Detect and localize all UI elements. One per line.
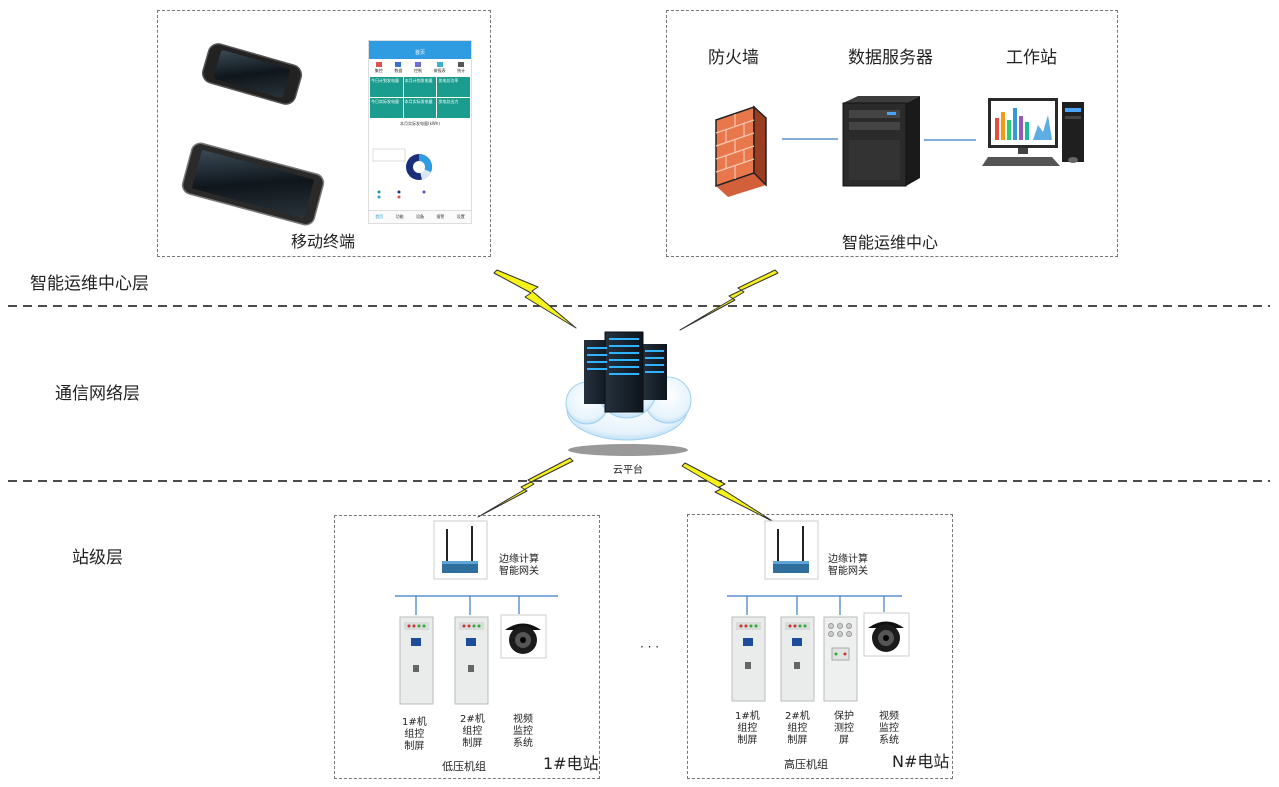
server-icon bbox=[842, 96, 920, 187]
mobile-caption: 移动终端 bbox=[291, 232, 356, 251]
control-cabinet-icon bbox=[780, 616, 815, 702]
app-bottom-tab[interactable]: 设置 bbox=[456, 214, 465, 219]
lightning-icon bbox=[681, 462, 775, 523]
cloud-label: 云平台 bbox=[613, 465, 643, 476]
gateway-label: 边缘计算 智能网关 bbox=[828, 554, 868, 577]
app-bottom-tab[interactable]: 报警 bbox=[436, 214, 445, 219]
cabinet-label: 2#机 组控 制屏 bbox=[460, 714, 485, 749]
firewall-label: 防火墙 bbox=[708, 48, 759, 68]
app-nav-tab[interactable]: 集控 bbox=[375, 62, 383, 74]
app-stat-tiles: 今日计划发电量 本月计划发电量 发电总功率 今日实际发电量 本月实际发电量 发电… bbox=[369, 76, 471, 119]
control-cabinet-icon bbox=[454, 616, 489, 705]
control-cabinet-icon bbox=[731, 616, 766, 702]
cabinet-label: 2#机 组控 制屏 bbox=[785, 711, 810, 746]
app-pie-chart bbox=[372, 148, 432, 199]
app-tile[interactable]: 今日计划发电量 bbox=[370, 77, 403, 97]
camera-icon bbox=[500, 614, 547, 659]
ops-center-box bbox=[666, 10, 1118, 257]
gateway-icon bbox=[773, 526, 809, 573]
app-bottom-tabs: 首页 功能 设备 报警 设置 bbox=[369, 210, 471, 223]
app-bottom-tab[interactable]: 首页 bbox=[375, 214, 384, 219]
app-screenshot: 首页 集控 数据 控制 做报表 统计 今日计划发电量 本月计划发电量 发电总功率… bbox=[368, 40, 472, 224]
app-nav-tab[interactable]: 做报表 bbox=[434, 62, 446, 74]
station-1-box bbox=[334, 515, 600, 779]
app-tile[interactable]: 本月实际发电量 bbox=[403, 98, 437, 118]
cabinet-label: 1#机 组控 制屏 bbox=[735, 711, 760, 746]
server-label: 数据服务器 bbox=[848, 48, 933, 68]
lightning-icon bbox=[493, 269, 577, 329]
firewall-icon bbox=[715, 105, 767, 197]
mobile-terminal-box bbox=[157, 10, 491, 257]
protection-cabinet-icon bbox=[823, 616, 858, 702]
workstation-icon bbox=[982, 98, 1084, 166]
workstation-label: 工作站 bbox=[1006, 48, 1057, 68]
lightning-icon bbox=[477, 457, 574, 518]
app-nav-tab[interactable]: 数据 bbox=[394, 62, 402, 74]
group-label: 高压机组 bbox=[784, 758, 828, 771]
layer-label-network: 通信网络层 bbox=[55, 384, 140, 404]
app-bottom-tab[interactable]: 设备 bbox=[415, 214, 424, 219]
app-chart-title: 本月实际发电量(kWh) bbox=[400, 121, 440, 126]
protection-label: 保护 测控 屏 bbox=[834, 711, 854, 746]
app-status-bar bbox=[369, 41, 471, 47]
ops-center-caption: 智能运维中心 bbox=[842, 233, 939, 252]
gateway-icon bbox=[442, 526, 478, 573]
app-nav-tab[interactable]: 控制 bbox=[414, 62, 422, 74]
lightning-icon bbox=[679, 269, 779, 331]
app-bottom-tab[interactable]: 功能 bbox=[395, 214, 404, 219]
cabinet-label: 1#机 组控 制屏 bbox=[402, 717, 427, 752]
station-n-box bbox=[687, 514, 953, 779]
app-title: 首页 bbox=[369, 47, 471, 59]
camera-icon bbox=[863, 612, 910, 657]
video-system-label: 视频 监控 系统 bbox=[513, 714, 533, 749]
layer-label-station: 站级层 bbox=[72, 548, 123, 568]
app-tile[interactable]: 本月计划发电量 bbox=[403, 77, 437, 97]
video-system-label: 视频 监控 系统 bbox=[879, 711, 899, 746]
app-tile[interactable]: 发电总功率 bbox=[437, 77, 470, 97]
app-nav-tab[interactable]: 统计 bbox=[457, 62, 465, 74]
station-name: N#电站 bbox=[892, 752, 950, 771]
ellipsis: · · · bbox=[640, 640, 660, 654]
gateway-label: 边缘计算 智能网关 bbox=[499, 554, 539, 577]
app-nav-tabs: 集控 数据 控制 做报表 统计 bbox=[369, 59, 471, 76]
station-name: 1#电站 bbox=[543, 754, 599, 773]
app-tile[interactable]: 发电总出力 bbox=[437, 98, 470, 118]
app-tile[interactable]: 今日实际发电量 bbox=[370, 98, 403, 118]
group-label: 低压机组 bbox=[442, 760, 486, 773]
control-cabinet-icon bbox=[399, 616, 434, 705]
layer-label-center: 智能运维中心层 bbox=[30, 274, 149, 294]
